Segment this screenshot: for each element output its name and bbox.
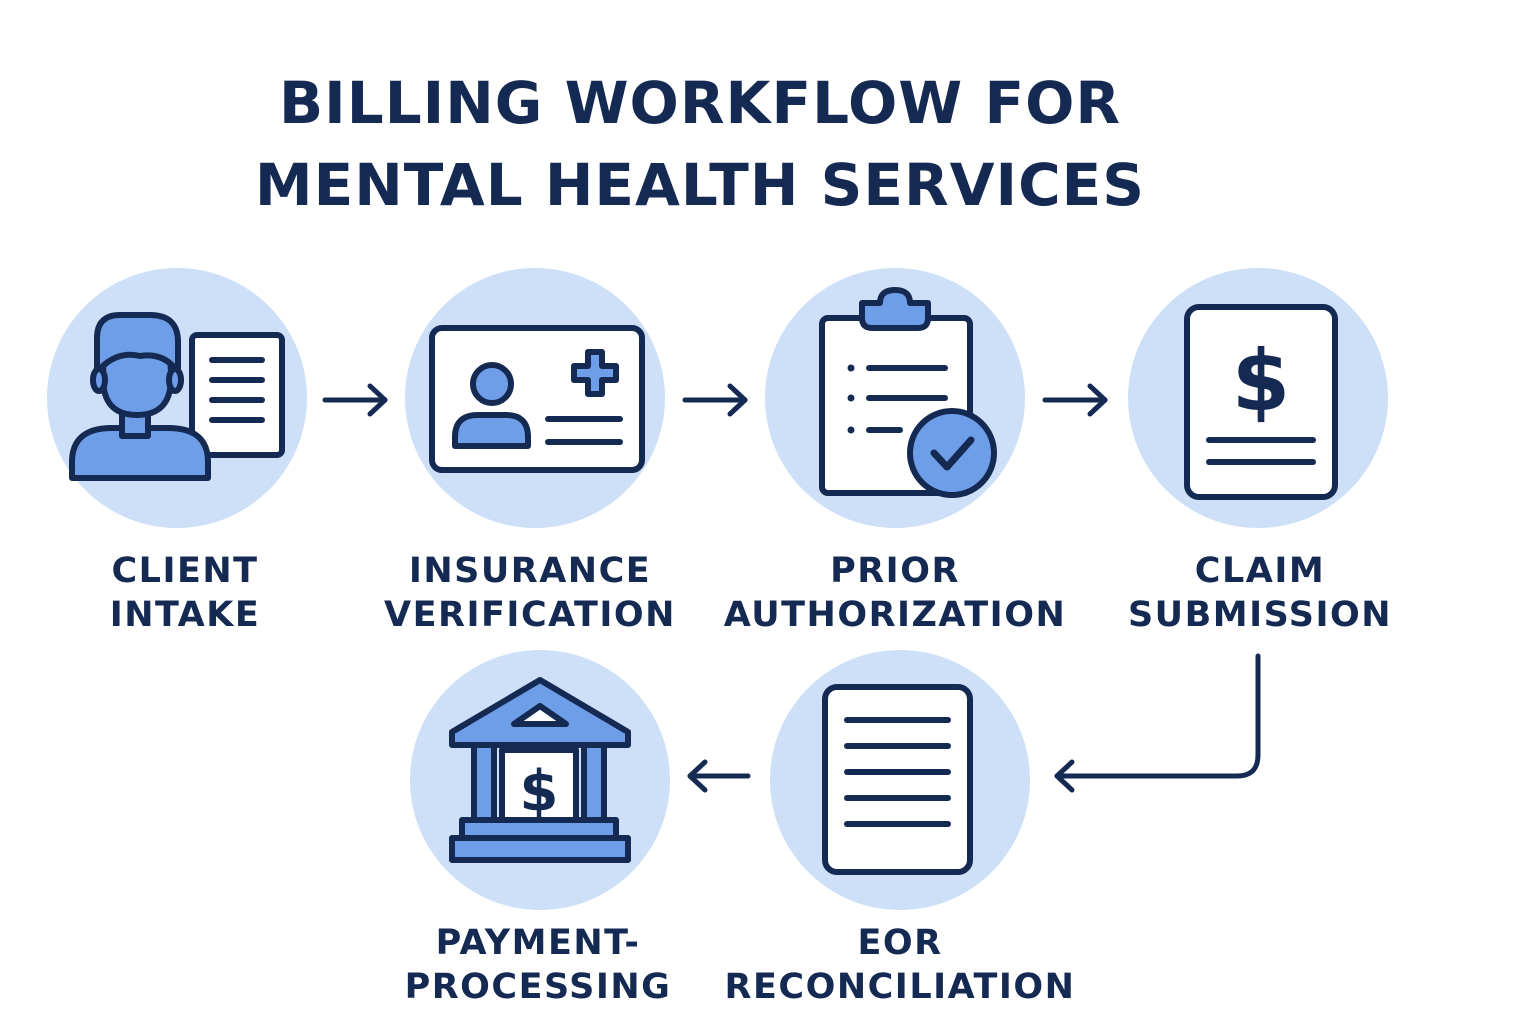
arrow-3 [1042, 383, 1108, 417]
step-label-line-2: RECONCILIATION [724, 967, 1076, 1007]
clipboard-check-icon [819, 287, 997, 498]
title-line-2: MENTAL HEALTH SERVICES [254, 151, 1146, 219]
step-label-line-1: PRIOR [830, 551, 960, 591]
svg-text:$: $ [520, 759, 559, 824]
step-label-claim-submission: CLAIM SUBMISSION [1080, 549, 1440, 637]
step-label-insurance-verification: INSURANCE VERIFICATION [350, 549, 710, 637]
step-label-eor-reconciliation: EOR RECONCILIATION [720, 921, 1080, 1009]
step-label-line-1: PAYMENT- [435, 923, 641, 963]
step-label-line-2: VERIFICATION [384, 595, 676, 635]
arrow-4-elbow [1054, 653, 1261, 793]
step-label-prior-authorization: PRIOR AUTHORIZATION [715, 549, 1075, 637]
title-line-1: BILLING WORKFLOW FOR [278, 69, 1122, 137]
step-label-payment-processing: PAYMENT- PROCESSING [358, 921, 718, 1009]
arrow-5 [687, 759, 751, 793]
insurance-card-icon [429, 325, 645, 473]
step-label-line-2: SUBMISSION [1127, 595, 1393, 635]
step-label-line-1: CLIENT [111, 551, 259, 591]
step-label-line-1: CLAIM [1194, 551, 1326, 591]
step-label-line-2: PROCESSING [404, 967, 672, 1007]
step-label-line-2: INTAKE [109, 595, 261, 635]
arrow-2 [682, 383, 748, 417]
dollar-document-icon: $ [1184, 304, 1338, 500]
client-intake-icon [69, 312, 285, 481]
arrow-1 [322, 383, 388, 417]
svg-text:$: $ [1232, 332, 1290, 430]
step-label-line-1: INSURANCE [408, 551, 652, 591]
step-label-client-intake: CLIENT INTAKE [5, 549, 365, 637]
bank-dollar-icon: $ [449, 677, 631, 863]
diagram-title: BILLING WORKFLOW FOR MENTAL HEALTH SERVI… [0, 62, 1400, 226]
step-label-line-2: AUTHORIZATION [723, 595, 1067, 635]
document-lines-icon [822, 684, 973, 875]
step-label-line-1: EOR [857, 923, 943, 963]
